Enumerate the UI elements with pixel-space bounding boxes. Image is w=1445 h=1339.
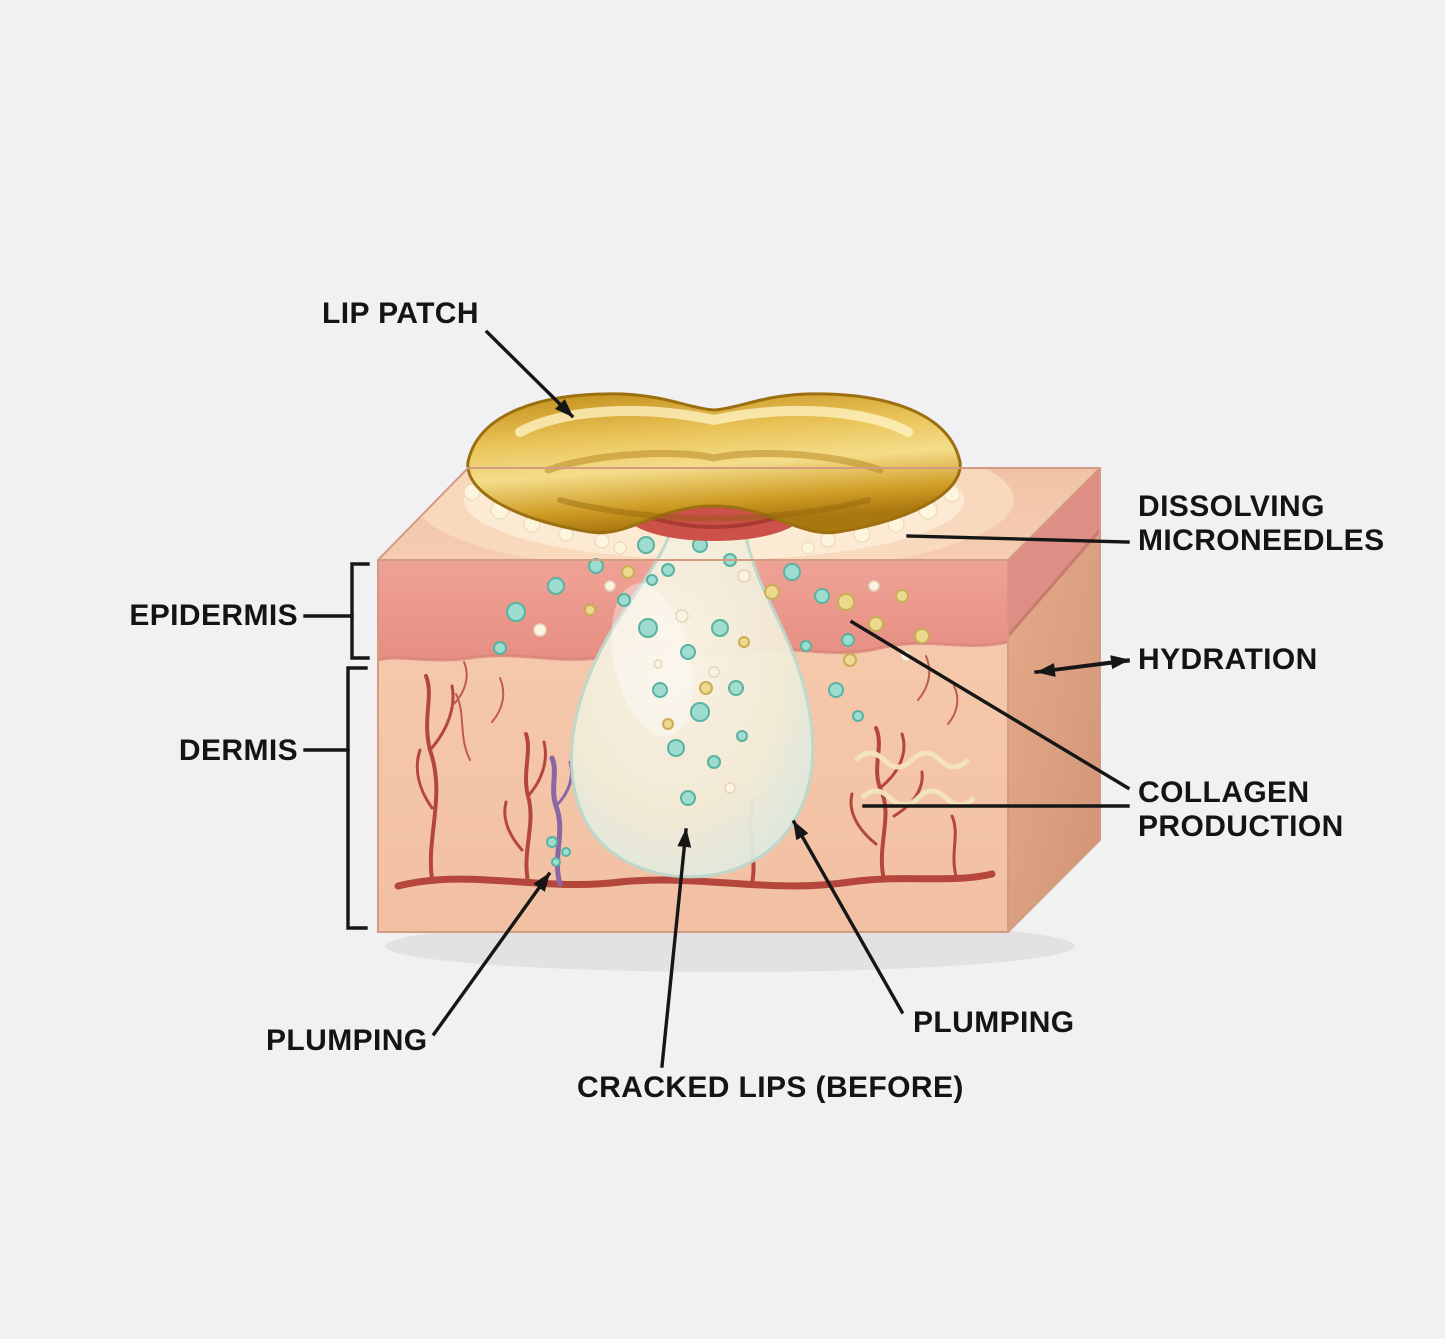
label-plumping-left: PLUMPING (266, 1024, 428, 1057)
plump-bulb (569, 507, 815, 879)
block-edges (377, 467, 1101, 933)
plumping-right-arrow (791, 819, 905, 1015)
blood-vessels (394, 655, 996, 890)
cracked-lips-arrow (660, 828, 692, 1068)
label-lip-patch: LIP PATCH (322, 297, 479, 330)
collagen-fibers (854, 750, 976, 808)
label-hydration: HYDRATION (1138, 643, 1318, 676)
label-cracked-lips-before: CRACKED LIPS (BEFORE) (577, 1071, 964, 1104)
lip-patch-arrow (484, 329, 575, 419)
microneedles-line (906, 534, 1130, 544)
label-dissolving-microneedles: DISSOLVING MICRONEEDLES (1138, 490, 1385, 558)
hydration-arrow2 (1036, 659, 1130, 677)
plumping-left-arrow (431, 871, 552, 1037)
label-dermis: DERMIS (178, 734, 298, 767)
label-epidermis: EPIDERMIS (129, 599, 298, 632)
label-plumping-right: PLUMPING (913, 1006, 1075, 1039)
skin-block (377, 392, 1102, 933)
dermis-bracket (346, 666, 368, 930)
microneedle-particles (493, 536, 930, 867)
bulb-highlight (611, 583, 693, 737)
lip-patch-shape (466, 392, 962, 535)
pointer-lines (303, 329, 1131, 1068)
collagen-line-diagonal (849, 619, 1131, 791)
label-collagen-production: COLLAGEN PRODUCTION (1138, 776, 1344, 844)
epidermis-bracket (350, 562, 370, 660)
